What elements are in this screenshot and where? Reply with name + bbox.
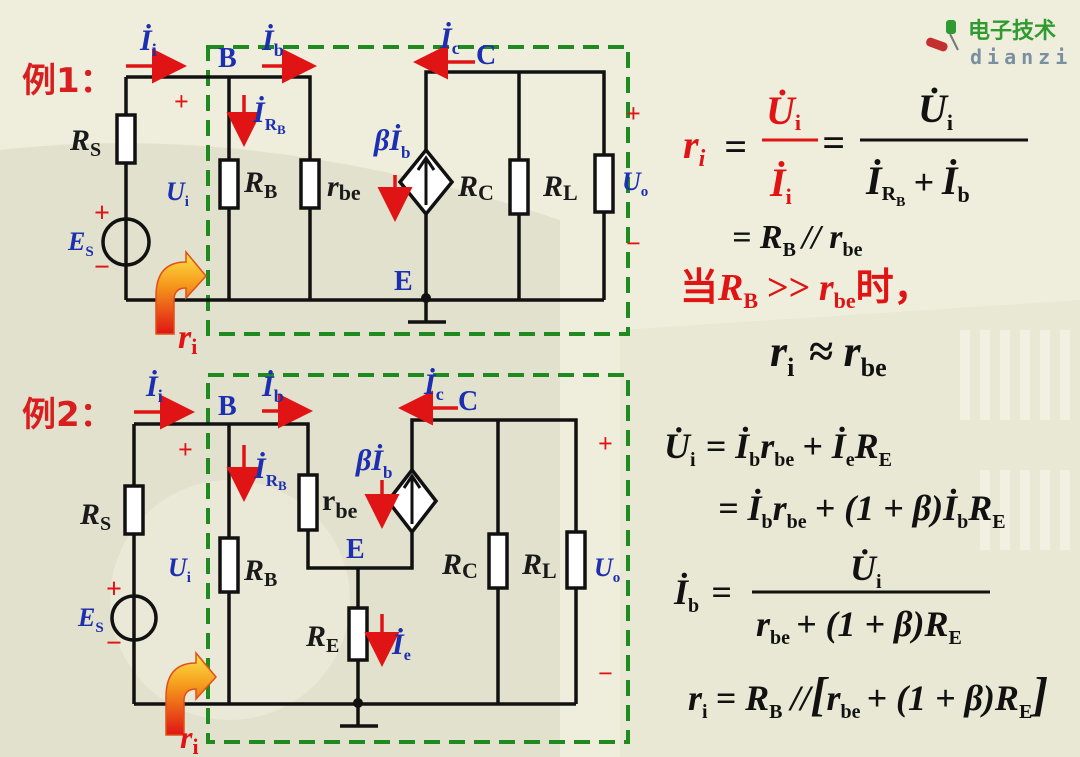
- example1-ri-arrow-icon: [155, 249, 207, 335]
- f1-approx: ri≈ rbe: [770, 327, 887, 382]
- example1-source-icon: [101, 217, 151, 267]
- example1-es-label: ES: [67, 227, 94, 260]
- example1-node-b-label: B: [218, 43, 237, 74]
- example1-plus-ui: +: [174, 87, 189, 116]
- f1-frac2-den: İRB+İb: [865, 158, 970, 210]
- example1-rb-label: RB: [243, 166, 277, 203]
- example1-minus-uo: −: [626, 229, 641, 258]
- example1-beta-ib-label: βİb: [373, 124, 411, 162]
- logo-text-en: dianzi: [970, 45, 1072, 69]
- example2-rc-label: RC: [441, 548, 478, 583]
- example2-node-b-label: B: [218, 391, 237, 422]
- f1-eq2: =: [822, 120, 845, 165]
- example1-rl-label: RL: [542, 170, 578, 205]
- example1-rb-resistor: [218, 158, 240, 210]
- example2-ii-label: İi: [145, 370, 163, 406]
- example1-arrows: [126, 44, 475, 222]
- example2-es-label: ES: [77, 603, 104, 636]
- resistor-logo-icon: [926, 20, 959, 52]
- example1-node-e: [421, 293, 431, 303]
- formulas2: U̇i= İbrbe+ İeRE = İbrbe+ (1 + β)İbRE İb…: [664, 426, 1048, 723]
- f1-frac1-den: İi: [769, 160, 792, 209]
- example2-rl-label: RL: [521, 548, 557, 583]
- example2-ic-label: İc: [423, 368, 444, 404]
- f1-ri: ri: [683, 122, 706, 172]
- logo-text-cn: 电子技术: [968, 19, 1056, 44]
- f2-ib-lhs: İb=: [673, 572, 732, 617]
- f2-line2: = İbrbe+ (1 + β)İbRE: [718, 488, 1006, 533]
- example2-node-bottom: [353, 698, 363, 708]
- example2-arrows: [134, 390, 458, 667]
- example2-node-e-label: E: [346, 534, 365, 565]
- f1-eq1: =: [724, 124, 747, 169]
- example1-wires: [124, 70, 606, 324]
- example2-plus-es: +: [106, 574, 122, 605]
- example2-ri-arrow-icon: [165, 650, 217, 736]
- f1-line2: = RB// rbe: [732, 219, 863, 261]
- example1-rl-resistor: [593, 153, 615, 214]
- example1-rc-resistor: [508, 158, 530, 216]
- example2-boundary: [206, 373, 630, 744]
- example2-ui-label: Ui: [168, 553, 191, 586]
- example2-rs-resistor: [123, 484, 145, 536]
- example2-minus-uo: −: [598, 659, 613, 688]
- example2-uo-label: Uo: [594, 553, 620, 586]
- example2-minus-es: −: [106, 628, 122, 659]
- example2-rl-resistor: [565, 530, 587, 590]
- example2-re-resistor: [347, 606, 369, 662]
- f2-ib-num: U̇i: [850, 548, 882, 593]
- example2-rc-resistor: [487, 532, 509, 590]
- example1-ui-label: Ui: [166, 177, 189, 210]
- example2-circuit: 例2：: [22, 368, 630, 757]
- f1-frac1-num: U̇i: [766, 88, 801, 135]
- f2-line1: U̇i= İbrbe+ İeRE: [664, 426, 892, 471]
- example2-re-label: RE: [305, 620, 339, 657]
- example1-minus-es: −: [94, 252, 110, 283]
- example1-ii-label: İi: [139, 24, 157, 60]
- example1-dependent-source-icon: [397, 147, 455, 217]
- example1-rbe-resistor: [299, 158, 321, 210]
- example2-rs-label: RS: [79, 498, 111, 535]
- example1-node-e-label: E: [394, 266, 413, 297]
- example2-plus-uo: +: [598, 429, 613, 458]
- example1-circuit: 例1：: [22, 22, 648, 359]
- example2-ri-label: ri: [180, 719, 199, 757]
- example1-rs-resistor: [115, 113, 137, 165]
- example2-rbe-resistor: [297, 473, 319, 532]
- example2-plus-ui: +: [178, 435, 193, 464]
- f1-condition: 当RB>> rbe时，: [680, 265, 932, 313]
- example2-beta-ib-label: βİb: [355, 444, 393, 482]
- example1-ri-label: ri: [178, 319, 197, 359]
- example1-rs-label: RS: [69, 124, 101, 161]
- example1-rc-label: RC: [457, 170, 494, 205]
- example1-irb-label: İRB: [252, 96, 286, 137]
- example1-ic-label: İc: [439, 22, 460, 58]
- example2-rbe-label: rbe: [322, 484, 358, 523]
- example2-title: 例2：: [22, 395, 114, 435]
- logo: 电子技术 dianzi: [926, 19, 1072, 69]
- f1-frac2-num: U̇i: [918, 86, 953, 135]
- example1-rbe-label: rbe: [327, 170, 361, 205]
- example1-node-c-label: C: [476, 40, 496, 71]
- example2-source-icon: [110, 594, 158, 642]
- example2-ib-label: İb: [261, 370, 284, 406]
- example2-dependent-source-icon: [385, 467, 439, 535]
- example1-ib-label: İb: [261, 24, 284, 60]
- formulas1: ri = U̇i İi = U̇i İRB+İb = RB// rbe 当RB>…: [680, 86, 1028, 382]
- piano-keys-decor: [960, 330, 1070, 550]
- example1-plus-es: +: [94, 198, 110, 229]
- example1-plus-uo: +: [626, 99, 641, 128]
- example2-irb-label: İRB: [253, 452, 287, 493]
- f2-ib-den: rbe+ (1 + β)RE: [756, 604, 962, 649]
- example2-ie-label: İe: [391, 628, 411, 664]
- example1-title: 例1：: [22, 61, 114, 101]
- f2-ri: ri= RB//[rbe+ (1 + β)RE]: [688, 668, 1048, 723]
- example1-uo-label: Uo: [622, 167, 648, 200]
- example2-node-c-label: C: [458, 386, 478, 417]
- example2-rb-resistor: [218, 536, 240, 594]
- example2-rb-label: RB: [243, 554, 277, 591]
